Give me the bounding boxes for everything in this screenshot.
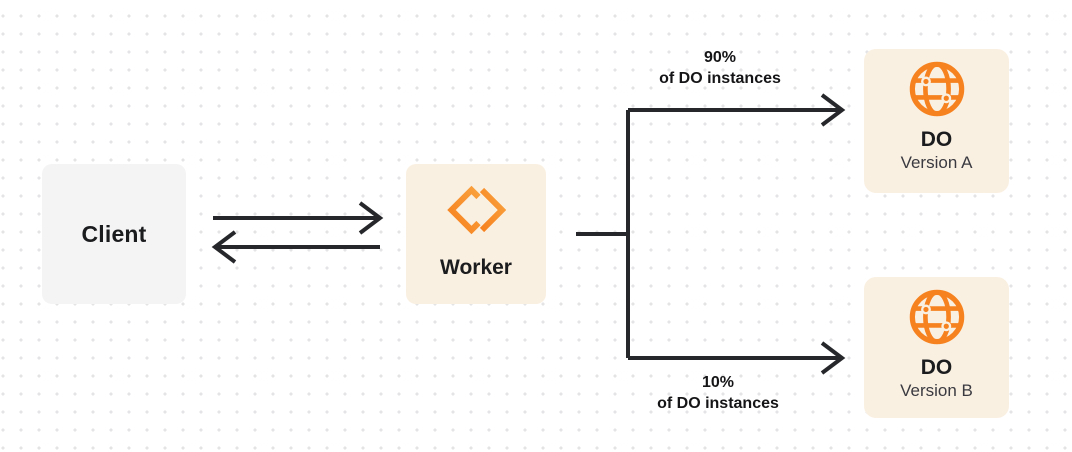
request-arrow [213, 201, 384, 235]
worker-label: Worker [440, 256, 512, 279]
bottom-branch-caption: of DO instances [657, 395, 779, 412]
top-branch-label: 90% of DO instances [625, 47, 815, 89]
bottom-branch-percent: 10% [701, 374, 735, 391]
top-branch-arrow [628, 93, 846, 127]
client-worker-arrows [211, 201, 384, 264]
top-branch-caption: of DO instances [659, 70, 781, 87]
do-b-title: DO [920, 356, 953, 379]
top-branch-percent: 90% [703, 49, 737, 66]
branch-connector [576, 93, 846, 375]
durable-object-globe-icon [909, 289, 964, 345]
do-a-title: DO [920, 128, 953, 151]
client-node: Client [42, 164, 186, 304]
do-version-a-node: DO Version A [864, 49, 1009, 193]
response-arrow [211, 230, 380, 264]
do-b-subtitle: Version B [900, 381, 973, 400]
cloudflare-workers-icon [446, 185, 506, 235]
bottom-branch-label: 10% of DO instances [623, 372, 813, 414]
bottom-branch-arrow [628, 341, 846, 375]
worker-node: Worker [406, 164, 546, 304]
do-a-subtitle: Version A [900, 153, 973, 172]
client-label: Client [81, 220, 147, 247]
durable-object-globe-icon [909, 61, 964, 117]
do-version-b-node: DO Version B [864, 277, 1009, 418]
